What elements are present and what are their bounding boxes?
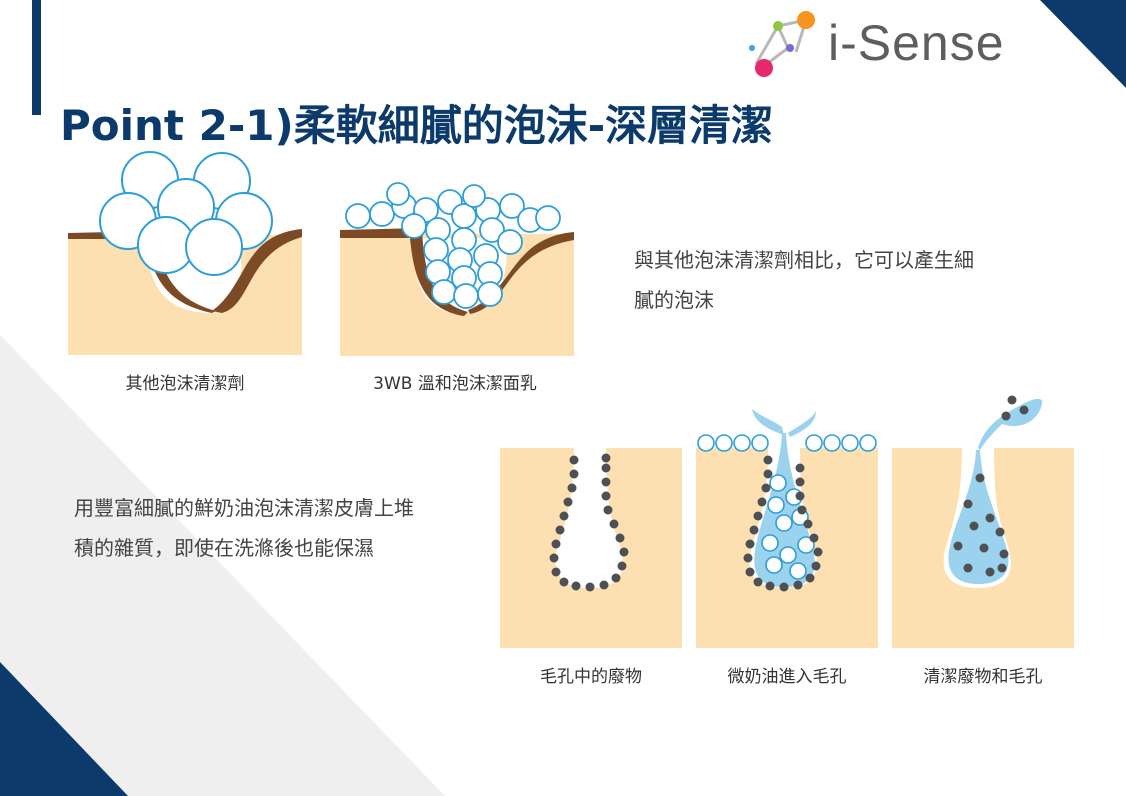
caption-other-cleanser: 其他泡沫清潔劑 bbox=[125, 374, 245, 394]
fine-bubbles bbox=[345, 182, 561, 309]
navy-corner-top-right bbox=[1040, 0, 1126, 88]
grey-diagonal-panel bbox=[0, 335, 445, 796]
caption-step-3: 清潔廢物和毛孔 bbox=[923, 667, 1043, 687]
process-description: 用豐富細膩的鮮奶油泡沫清潔皮膚上堆 積的雜質，即使在洗滌後也能保濕 bbox=[74, 488, 484, 568]
step-cream-enters-pores-illustration bbox=[696, 409, 878, 648]
page-title: Point 2-1)柔軟細膩的泡沫-深層清潔 bbox=[60, 101, 774, 150]
comparison-description-line: 與其他泡沫清潔劑相比，它可以產生細 bbox=[634, 248, 974, 272]
water-fill bbox=[948, 450, 1009, 584]
3wb-cleanser-illustration bbox=[340, 182, 574, 356]
step-waste-in-pores-illustration bbox=[500, 448, 682, 648]
cream-splash bbox=[752, 409, 816, 437]
i-sense-logo bbox=[749, 11, 815, 77]
dirt-layer-right bbox=[212, 229, 302, 313]
water-splash bbox=[978, 398, 1043, 450]
process-description-line: 用豐富細膩的鮮奶油泡沫清潔皮膚上堆 bbox=[74, 496, 414, 520]
waste-dots bbox=[953, 395, 1029, 577]
surface-bubbles bbox=[697, 434, 877, 452]
caption-step-2: 微奶油進入毛孔 bbox=[727, 667, 847, 687]
brand-name: i-Sense bbox=[828, 15, 1005, 71]
dirt-layer bbox=[68, 231, 216, 313]
large-bubbles bbox=[99, 151, 273, 276]
waste-dots bbox=[549, 453, 629, 592]
title-accent-bar bbox=[32, 0, 41, 115]
waste-dots bbox=[743, 455, 823, 592]
comparison-description-line: 膩的泡沫 bbox=[634, 288, 714, 312]
caption-3wb-cleanser: 3WB 溫和泡沫潔面乳 bbox=[373, 374, 537, 394]
caption-step-1: 毛孔中的廢物 bbox=[540, 667, 642, 687]
comparison-description: 與其他泡沫清潔劑相比，它可以產生細 膩的泡沫 bbox=[634, 240, 1064, 320]
navy-corner-bottom-left bbox=[0, 662, 128, 796]
step-clean-pores-illustration bbox=[892, 395, 1074, 648]
process-description-line: 積的雜質，即使在洗滌後也能保濕 bbox=[74, 536, 374, 560]
other-cleanser-illustration bbox=[68, 151, 302, 355]
